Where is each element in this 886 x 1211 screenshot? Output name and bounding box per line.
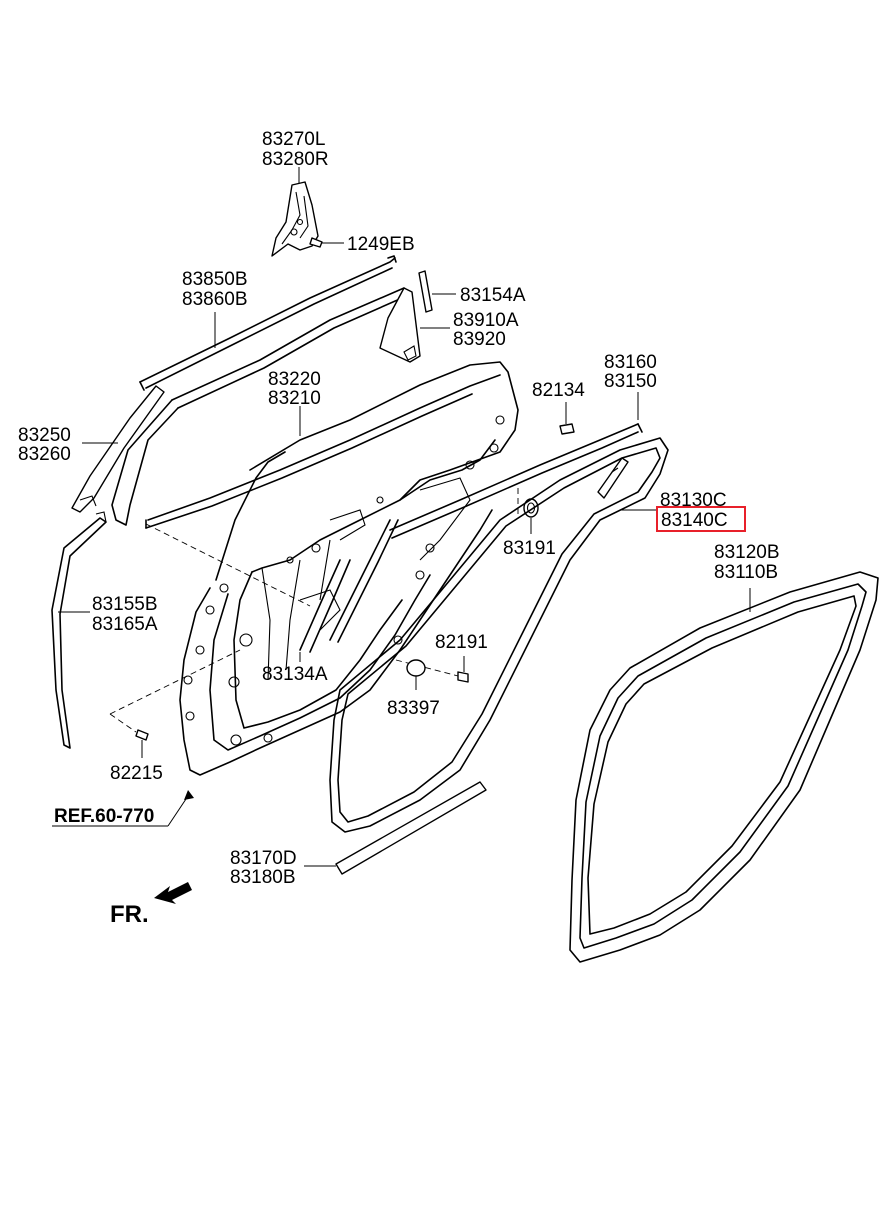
highlight-box-83140c — [656, 506, 746, 532]
label-83260: 83260 — [18, 444, 71, 465]
door-inner-panel — [179, 361, 519, 776]
lower-door-strip — [304, 781, 487, 875]
label-83120b: 83120B — [714, 542, 780, 563]
label-83165a: 83165A — [92, 614, 158, 635]
door-seal-83140c — [329, 437, 669, 833]
ref-label: REF.60-770 — [54, 806, 154, 827]
label-83140c[interactable]: 83140C — [661, 510, 728, 531]
label-83280r: 83280R — [262, 149, 329, 170]
label-83860b: 83860B — [182, 289, 248, 310]
pillar-strip-83155b — [51, 511, 107, 749]
body-seal-83110b — [569, 571, 879, 963]
label-82134: 82134 — [532, 380, 585, 401]
label-83191: 83191 — [503, 538, 556, 559]
bolt-82191 — [395, 656, 469, 683]
label-83154a: 83154A — [460, 285, 526, 306]
label-82191: 82191 — [435, 632, 488, 653]
front-direction-arrow — [154, 882, 192, 904]
roof-moulding — [139, 255, 397, 391]
label-83910a: 83910A — [453, 310, 519, 331]
label-83150: 83150 — [604, 371, 657, 392]
label-83130c: 83130C — [660, 490, 727, 511]
upper-corner-bracket — [271, 181, 319, 257]
label-83170d: 83170D — [230, 848, 297, 869]
label-83270l: 83270L — [262, 129, 325, 150]
label-83210: 83210 — [268, 388, 321, 409]
label-1249eb: 1249EB — [347, 234, 415, 255]
label-83920: 83920 — [453, 329, 506, 350]
bolt-1249eb — [309, 237, 344, 248]
label-83250: 83250 — [18, 425, 71, 446]
label-83110b: 83110B — [714, 562, 778, 583]
label-83850b: 83850B — [182, 269, 248, 290]
belt-weatherstrip — [389, 392, 643, 539]
regulator-channel-83134a — [299, 519, 399, 653]
door-window-frame — [111, 287, 421, 526]
plug-83397 — [406, 659, 426, 690]
clip-82134 — [559, 402, 575, 435]
strip-83154a — [418, 270, 456, 313]
label-83160: 83160 — [604, 352, 657, 373]
pillar-trim-83250 — [71, 385, 165, 513]
label-83220: 83220 — [268, 369, 321, 390]
label-82215: 82215 — [110, 763, 163, 784]
ref-leader — [52, 790, 194, 827]
label-83155b: 83155B — [92, 594, 158, 615]
label-83397: 83397 — [387, 698, 440, 719]
screw-82215 — [109, 649, 241, 758]
label-83180b: 83180B — [230, 867, 296, 888]
label-83134a: 83134A — [262, 664, 328, 685]
front-label: FR. — [110, 901, 149, 928]
